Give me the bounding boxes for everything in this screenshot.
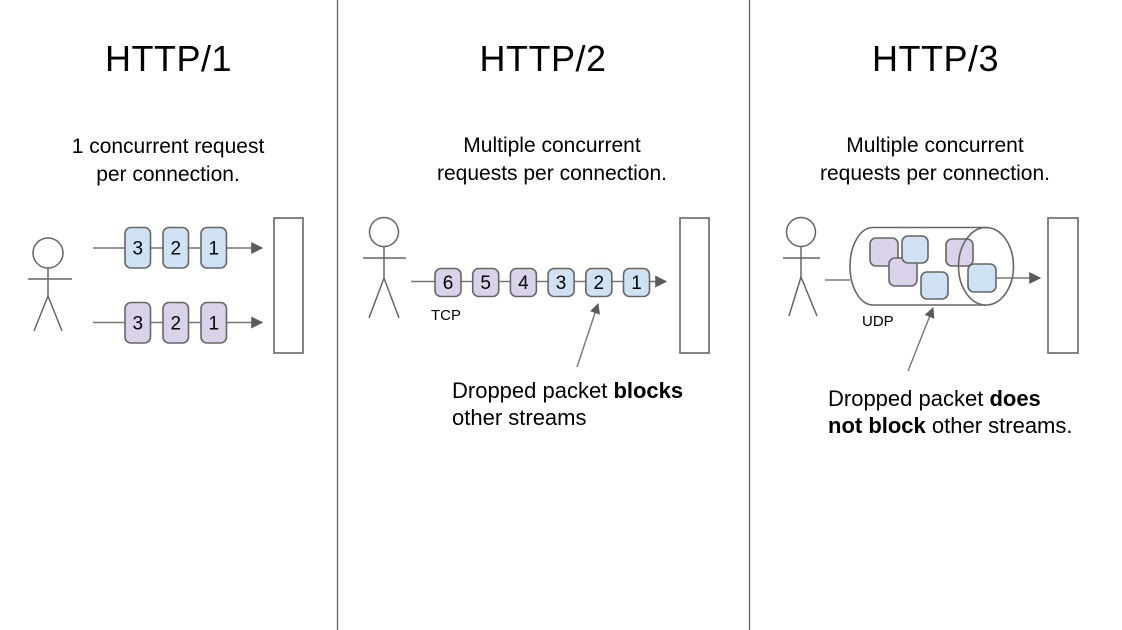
packet-box	[124, 226, 152, 269]
http3-subtitle: Multiple concurrent requests per connect…	[820, 134, 1050, 185]
packet-number: 3	[133, 314, 144, 335]
stream1-packets: 3 2 1	[124, 226, 228, 269]
tcp-packets: 6 5 4 3 2 1	[434, 267, 651, 298]
packet-number: 1	[209, 314, 220, 335]
packet-box	[471, 267, 500, 298]
http3-title: HTTP/3	[871, 38, 999, 79]
note-text-bold: does not block	[828, 386, 1041, 438]
person-head	[785, 216, 817, 248]
person-head	[32, 237, 64, 269]
person-head	[368, 216, 400, 248]
packet-box	[547, 267, 575, 298]
packet-box	[162, 226, 190, 269]
udp-label: UDP	[862, 313, 894, 330]
person-leg-right	[800, 276, 818, 317]
http3-graphics	[783, 216, 1079, 372]
http2-subtitle: Multiple concurrent requests per connect…	[437, 134, 667, 185]
udp-tube-opening	[957, 226, 1015, 306]
packet-number: 4	[518, 273, 529, 294]
http2-graphics: 6 5 4 3 2 1	[363, 216, 710, 368]
note-text: Dropped packet	[452, 378, 614, 403]
tcp-label: TCP	[431, 307, 461, 324]
packet-box	[200, 301, 228, 344]
packet-box	[622, 267, 651, 298]
packet-box	[162, 301, 190, 344]
dropped-packet-callout-arrow	[907, 307, 935, 372]
client-person-icon	[363, 216, 406, 319]
packet-number: 1	[631, 273, 642, 294]
packet-box	[901, 235, 929, 264]
packet-number: 3	[133, 239, 144, 260]
person-leg-right	[383, 277, 400, 319]
client-person-icon	[28, 237, 72, 332]
packet-box	[124, 301, 152, 344]
person-leg-left	[368, 277, 385, 319]
packet-box	[200, 226, 228, 269]
http1-subtitle: 1 concurrent request per connection.	[71, 135, 265, 186]
person-leg-right	[47, 295, 63, 332]
packet-number: 2	[594, 273, 605, 294]
packet-box	[584, 267, 613, 298]
server-icon	[679, 217, 710, 354]
note-text-bold: blocks	[613, 378, 684, 403]
stream2-packets: 3 2 1	[124, 301, 228, 344]
dropped-packet-callout-arrow	[576, 303, 600, 368]
packet-number: 2	[171, 314, 182, 335]
tube-packets	[869, 235, 997, 300]
http1-title: HTTP/1	[104, 38, 232, 79]
packet-number: 3	[556, 273, 567, 294]
packet-box	[967, 263, 997, 293]
http2-dropped-packet-note: Dropped packet blocks other streams	[452, 377, 712, 431]
packet-number: 1	[209, 239, 220, 260]
person-leg-left	[788, 276, 802, 317]
http2-title: HTTP/2	[479, 38, 607, 79]
packet-box	[920, 271, 949, 300]
note-text: other streams.	[925, 413, 1073, 438]
note-text: other streams	[452, 405, 587, 430]
packet-number: 6	[443, 273, 454, 294]
packet-number: 2	[171, 239, 182, 260]
server-icon	[273, 217, 304, 354]
http3-dropped-packet-note: Dropped packet does not block other stre…	[828, 385, 1096, 439]
packet-box	[434, 267, 462, 298]
client-person-icon	[783, 216, 820, 317]
server-icon	[1047, 217, 1079, 354]
packet-box	[509, 267, 538, 298]
person-leg-left	[33, 295, 49, 332]
http1-graphics: 3 2 1 3 2 1	[28, 217, 304, 354]
note-text: Dropped packet	[828, 386, 990, 411]
packet-number: 5	[480, 273, 491, 294]
